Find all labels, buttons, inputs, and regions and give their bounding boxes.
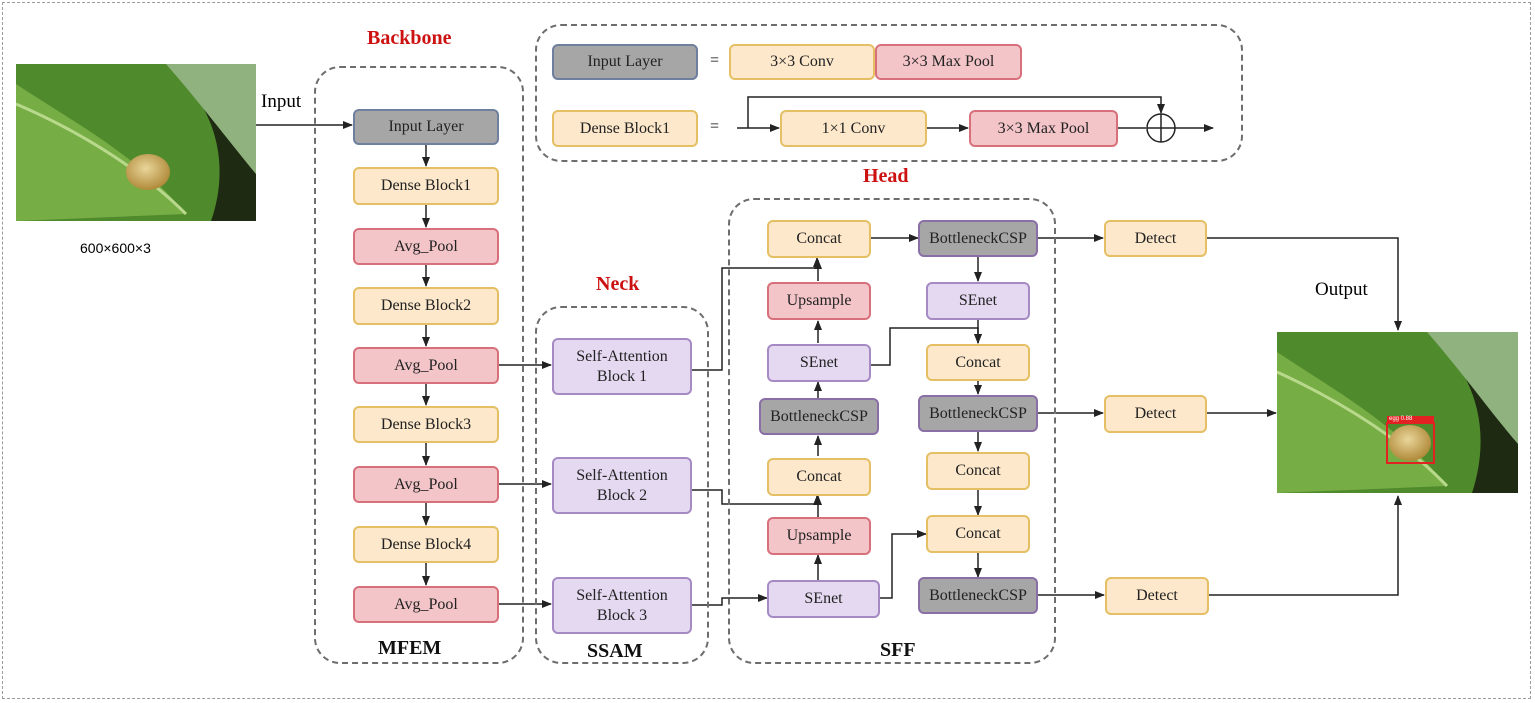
mfem-group: [314, 66, 524, 664]
backbone-avg-pool-4: Avg_Pool: [353, 586, 499, 623]
detect-box-2: Detect: [1104, 395, 1207, 433]
neck-self-attention-block-3: Self-Attention Block 3: [552, 577, 692, 634]
backbone-dense-block1: Dense Block1: [353, 167, 499, 205]
legend-equals-2: =: [710, 118, 720, 135]
legend-3x3-conv: 3×3 Conv: [729, 44, 875, 80]
head-right-bottleneckcsp-2: BottleneckCSP: [918, 395, 1038, 432]
detect-box-3: Detect: [1105, 577, 1209, 615]
neck-self-attention-block-2: Self-Attention Block 2: [552, 457, 692, 514]
input-leaf-image: [16, 64, 256, 221]
head-right-bottleneckcsp-1: BottleneckCSP: [918, 220, 1038, 257]
input-label: Input: [261, 91, 302, 112]
legend-equals-1: =: [710, 52, 720, 69]
backbone-dense-block4: Dense Block4: [353, 526, 499, 563]
neck-self-attention-block-1: Self-Attention Block 1: [552, 338, 692, 395]
head-right-senet: SEnet: [926, 282, 1030, 320]
head-left-senet-2: SEnet: [767, 580, 880, 618]
legend-group: [535, 24, 1243, 162]
backbone-title: Backbone: [367, 27, 452, 49]
legend-input-layer: Input Layer: [552, 44, 698, 80]
head-left-upsample-2: Upsample: [767, 517, 871, 555]
legend-3x3-max-pool-top: 3×3 Max Pool: [875, 44, 1022, 80]
backbone-input-layer: Input Layer: [353, 109, 499, 145]
backbone-dense-block2: Dense Block2: [353, 287, 499, 325]
head-right-concat-2: Concat: [926, 452, 1030, 490]
head-right-bottleneckcsp-3: BottleneckCSP: [918, 577, 1038, 614]
detect-box-1: Detect: [1104, 220, 1207, 257]
head-right-concat-3: Concat: [926, 515, 1030, 553]
backbone-avg-pool-1: Avg_Pool: [353, 228, 499, 265]
sff-group: [728, 198, 1056, 664]
output-label: Output: [1315, 279, 1368, 300]
backbone-avg-pool-2: Avg_Pool: [353, 347, 499, 384]
backbone-dense-block3: Dense Block3: [353, 406, 499, 443]
neck-title: Neck: [596, 273, 640, 295]
head-right-concat-1: Concat: [926, 344, 1030, 381]
sff-title: SFF: [880, 639, 916, 661]
input-size-label: 600×600×3: [80, 240, 151, 256]
legend-dense-block1: Dense Block1: [552, 110, 698, 147]
legend-1x1-conv: 1×1 Conv: [780, 110, 927, 147]
head-left-concat-2: Concat: [767, 458, 871, 496]
head-left-upsample-1: Upsample: [767, 282, 871, 320]
output-leaf-image: [1277, 332, 1518, 493]
head-left-senet-1: SEnet: [767, 344, 871, 382]
legend-3x3-max-pool-bottom: 3×3 Max Pool: [969, 110, 1118, 147]
detection-tag: egg 0.88: [1389, 416, 1413, 422]
head-left-concat-1: Concat: [767, 220, 871, 258]
head-left-bottleneckcsp: BottleneckCSP: [759, 398, 879, 435]
ssam-group: [535, 306, 709, 664]
backbone-avg-pool-3: Avg_Pool: [353, 466, 499, 503]
ssam-title: SSAM: [587, 640, 643, 662]
mfem-title: MFEM: [378, 637, 442, 659]
head-title: Head: [863, 165, 909, 187]
